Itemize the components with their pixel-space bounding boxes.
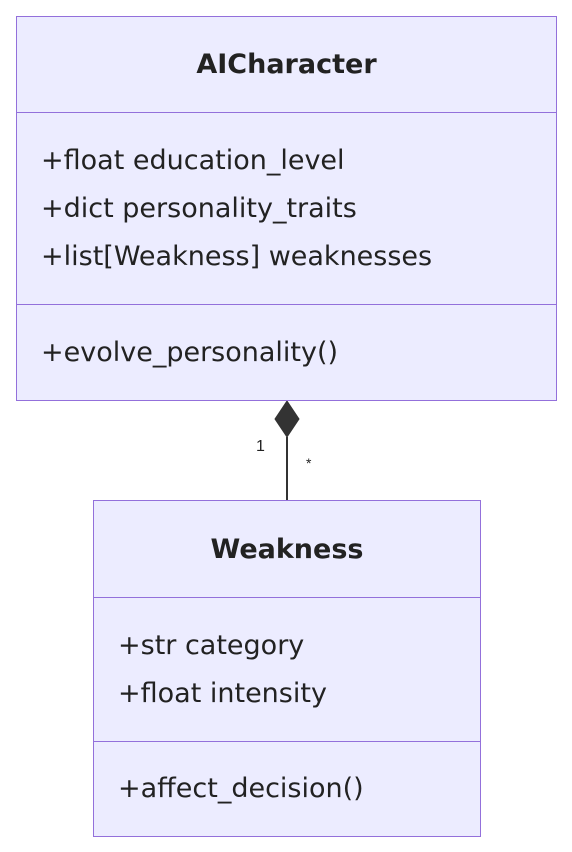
target-multiplicity-label: * — [306, 455, 312, 471]
class-box-aicharacter[interactable]: AICharacter +float education_level +dict… — [16, 16, 557, 401]
class-name-weakness: Weakness — [94, 501, 480, 598]
class-name-aicharacter: AICharacter — [17, 17, 556, 113]
method-evolve-personality: +evolve_personality() — [41, 336, 339, 368]
methods-compartment-weakness: +affect_decision() — [94, 742, 480, 836]
class-box-weakness[interactable]: Weakness +str category +float intensity … — [93, 500, 481, 837]
attribute-intensity: +float intensity — [118, 677, 327, 709]
attributes-compartment-aicharacter: +float education_level +dict personality… — [17, 113, 556, 305]
attribute-category: +str category — [118, 629, 305, 661]
attribute-education-level: +float education_level — [41, 144, 345, 176]
method-affect-decision: +affect_decision() — [118, 773, 364, 804]
attributes-compartment-weakness: +str category +float intensity — [94, 598, 480, 742]
composition-diamond-icon — [274, 400, 300, 438]
methods-compartment-aicharacter: +evolve_personality() — [17, 305, 556, 400]
attribute-personality-traits: +dict personality_traits — [41, 192, 357, 224]
source-multiplicity-label: 1 — [256, 438, 265, 455]
attribute-weaknesses: +list[Weakness] weaknesses — [41, 240, 433, 272]
